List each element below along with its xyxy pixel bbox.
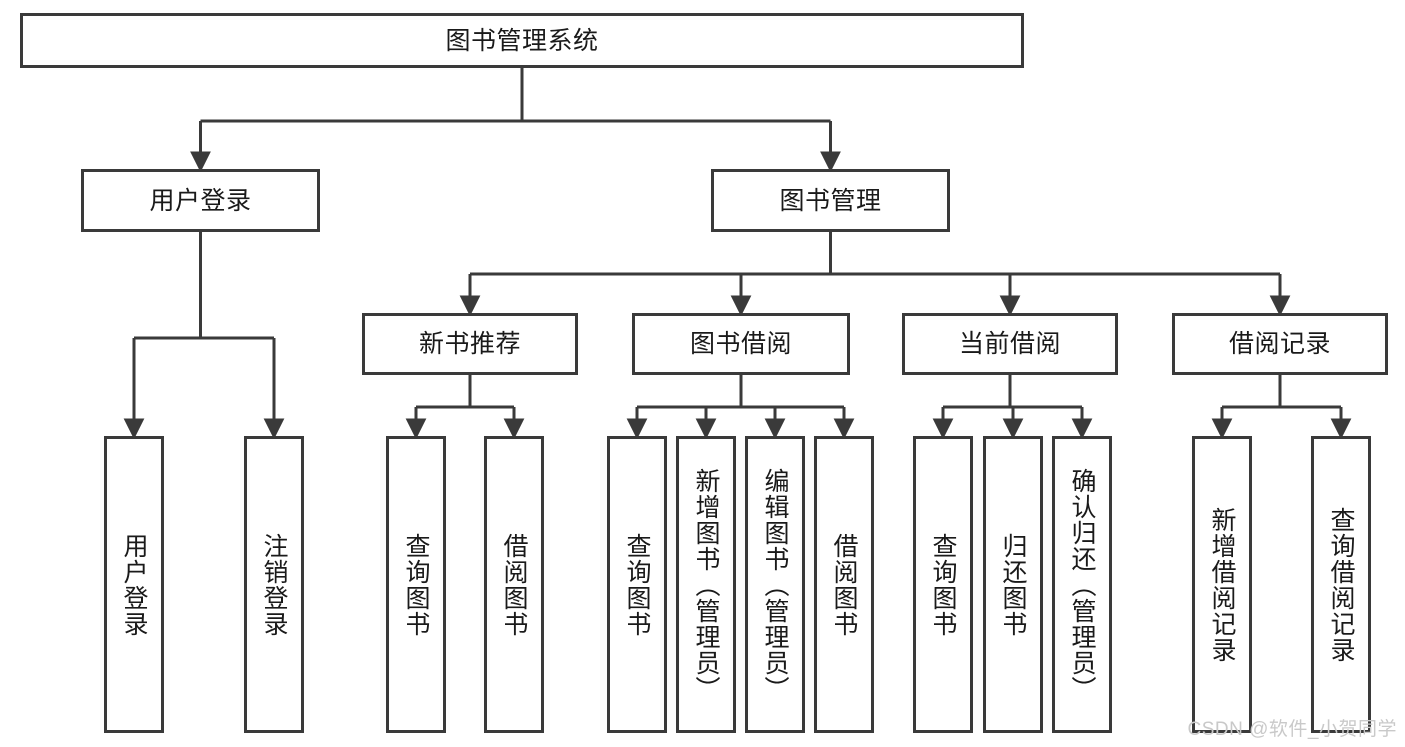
node-leaf-borrow-book-2[interactable]: 借阅图书 (814, 436, 874, 733)
watermark-label: CSDN @软件_小贺同学 (1187, 719, 1397, 740)
node-book-manage[interactable]: 图书管理 (711, 169, 950, 232)
node-label: 借阅记录 (1228, 330, 1331, 358)
node-user-login[interactable]: 用户登录 (81, 169, 320, 232)
node-leaf-logout-login[interactable]: 注销登录 (244, 436, 304, 733)
node-leaf-query-book-3[interactable]: 查询图书 (913, 436, 973, 733)
node-leaf-query-book-1[interactable]: 查询图书 (386, 436, 446, 733)
node-label: 查询图书 (929, 532, 957, 637)
node-label: 确认归还（管理员） (1068, 467, 1096, 702)
node-leaf-query-borrow-record[interactable]: 查询借阅记录 (1311, 436, 1371, 733)
node-leaf-edit-book-admin[interactable]: 编辑图书（管理员） (745, 436, 805, 733)
node-leaf-confirm-return-admin[interactable]: 确认归还（管理员） (1052, 436, 1112, 733)
node-label: 查询图书 (402, 532, 430, 637)
node-leaf-user-login[interactable]: 用户登录 (104, 436, 164, 733)
node-label: 新增借阅记录 (1208, 506, 1236, 663)
node-label: 新增图书（管理员） (692, 467, 720, 702)
node-label: 查询图书 (623, 532, 651, 637)
node-label: 当前借阅 (958, 330, 1061, 358)
node-new-book-recommend[interactable]: 新书推荐 (362, 313, 578, 375)
node-borrow-records[interactable]: 借阅记录 (1172, 313, 1388, 375)
node-label: 图书管理系统 (445, 26, 599, 55)
node-label: 借阅图书 (500, 532, 528, 637)
node-leaf-borrow-book-1[interactable]: 借阅图书 (484, 436, 544, 733)
node-leaf-query-book-2[interactable]: 查询图书 (607, 436, 667, 733)
node-label: 注销登录 (260, 532, 288, 637)
node-book-borrow[interactable]: 图书借阅 (632, 313, 850, 375)
node-label: 用户登录 (120, 532, 148, 637)
node-label: 用户登录 (149, 186, 252, 215)
node-label: 查询借阅记录 (1327, 506, 1355, 663)
node-label: 新书推荐 (418, 330, 521, 358)
node-label: 图书借阅 (689, 330, 792, 358)
node-label: 借阅图书 (830, 532, 858, 637)
node-label: 归还图书 (999, 532, 1027, 637)
node-leaf-add-borrow-record[interactable]: 新增借阅记录 (1192, 436, 1252, 733)
node-label: 图书管理 (779, 186, 882, 215)
node-leaf-add-book-admin[interactable]: 新增图书（管理员） (676, 436, 736, 733)
node-label: 编辑图书（管理员） (761, 467, 789, 702)
node-root[interactable]: 图书管理系统 (20, 13, 1024, 68)
node-current-borrow[interactable]: 当前借阅 (902, 313, 1118, 375)
node-leaf-return-book[interactable]: 归还图书 (983, 436, 1043, 733)
